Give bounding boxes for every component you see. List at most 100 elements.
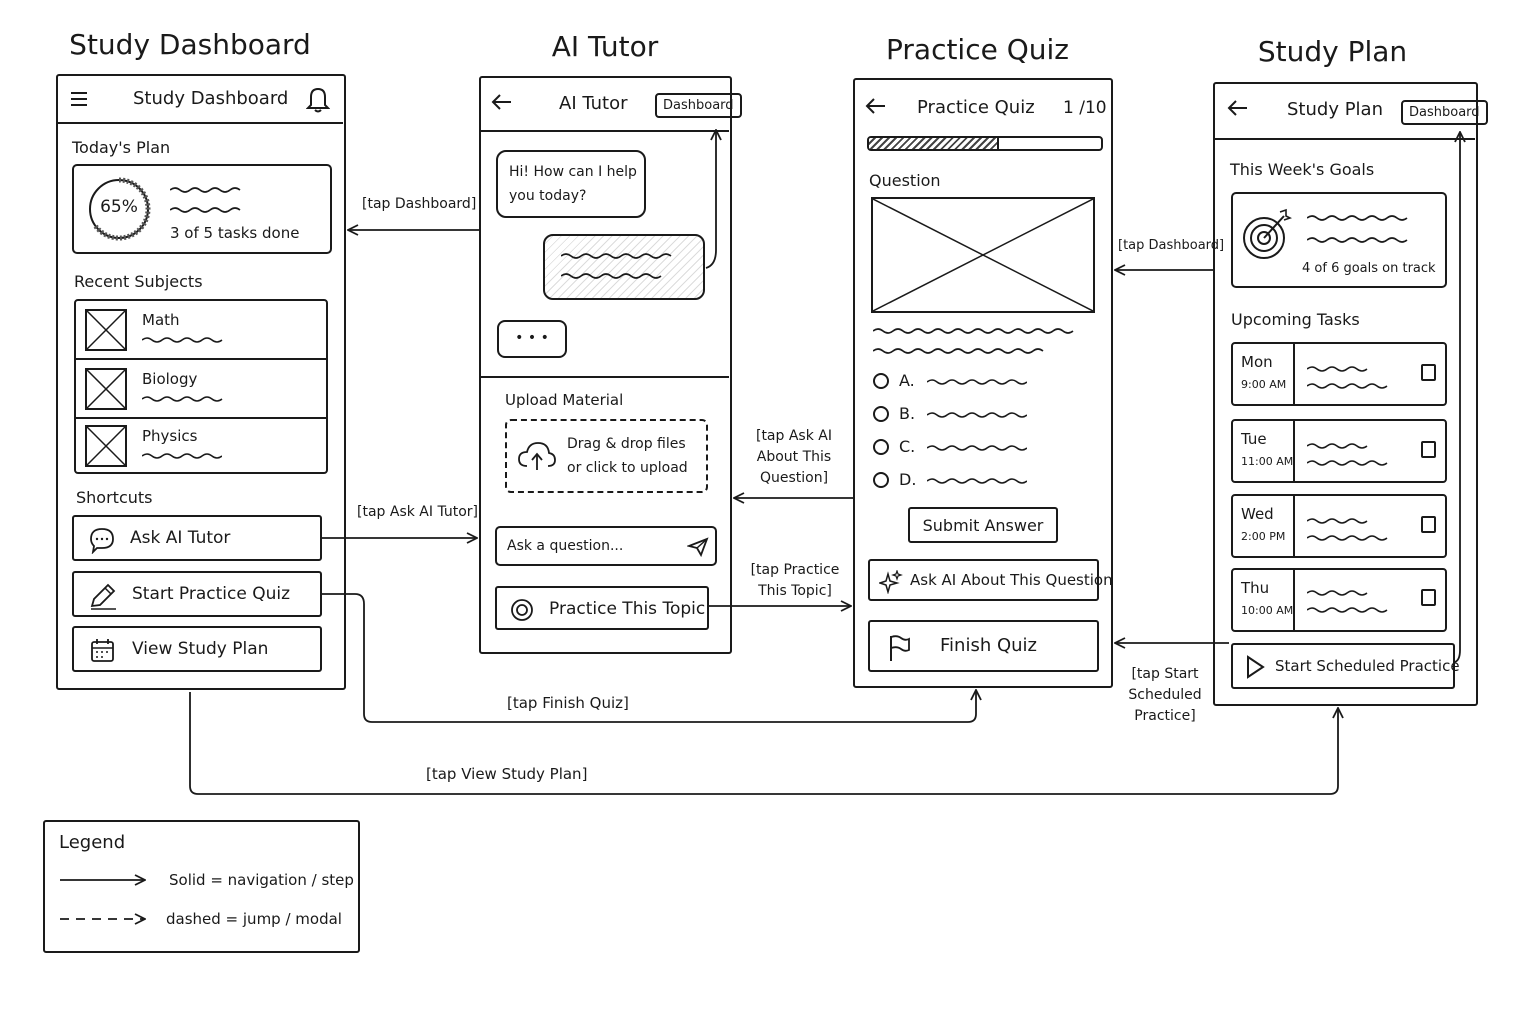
start-scheduled-practice-button[interactable]: Start Scheduled Practice (1231, 643, 1460, 689)
play-icon (1245, 655, 1265, 683)
subject-row-math[interactable]: Math (76, 301, 326, 360)
calendar-icon (90, 638, 116, 668)
task-day: Tue (1241, 430, 1267, 448)
dashboard-button[interactable]: Dashboard (1401, 100, 1488, 125)
subject-detail-placeholder (142, 337, 223, 343)
input-placeholder: Ask a question... (507, 538, 624, 554)
chat-bubble-icon (88, 526, 116, 558)
subject-name: Biology (142, 370, 198, 388)
ask-question-input[interactable]: Ask a question... (495, 526, 717, 566)
view-study-plan-button[interactable]: View Study Plan (72, 626, 322, 672)
option-letter: A. (899, 371, 915, 390)
legend-title: Legend (59, 832, 126, 853)
task-row[interactable]: Thu 10:00 AM (1231, 568, 1447, 632)
task-row[interactable]: Tue 11:00 AM (1231, 419, 1447, 483)
submit-answer-button[interactable]: Submit Answer (908, 507, 1058, 543)
screen-title-plan: Study Plan (1257, 35, 1408, 68)
label-line: Practice] (1134, 708, 1196, 724)
task-row[interactable]: Wed 2:00 PM (1231, 494, 1447, 558)
task-time-cell: Tue 11:00 AM (1233, 421, 1295, 481)
quiz-header: Practice Quiz 1 /10 (855, 80, 1110, 130)
tutor-screen: AI Tutor Dashboard Hi! How can I help yo… (479, 76, 742, 654)
practice-this-topic-button[interactable]: Practice This Topic (495, 586, 709, 630)
label-dashboard-to-quiz: [tap Finish Quiz] (507, 694, 629, 712)
goals-label: This Week's Goals (1230, 160, 1375, 179)
answer-option-c[interactable]: C. (873, 436, 1053, 460)
label-line: [tap Practice (750, 562, 840, 578)
flag-icon (888, 634, 912, 666)
task-checkbox[interactable] (1421, 516, 1436, 533)
target-dart-icon (1242, 208, 1293, 264)
file-dropzone[interactable]: Drag & drop files or click to upload (505, 419, 708, 493)
task-time-cell: Mon 9:00 AM (1233, 344, 1295, 404)
ask-ai-tutor-label: Ask AI Tutor (130, 528, 231, 548)
radio-button[interactable] (873, 472, 889, 488)
task-checkbox[interactable] (1421, 364, 1436, 381)
typing-indicator: • • • (497, 320, 567, 358)
option-text-placeholder (927, 445, 1027, 451)
task-time: 10:00 AM (1241, 604, 1294, 617)
option-text-placeholder (927, 412, 1027, 418)
back-arrow-icon[interactable] (491, 94, 513, 114)
weekly-goals-card[interactable]: 4 of 6 goals on track (1231, 192, 1447, 288)
radio-button[interactable] (873, 406, 889, 422)
tasks-done-text: 3 of 5 tasks done (170, 224, 300, 242)
subject-row-biology[interactable]: Biology (76, 360, 326, 419)
bell-icon[interactable] (305, 85, 331, 113)
quiz-progress-bar (867, 136, 1103, 151)
upload-material-label: Upload Material (505, 391, 624, 409)
back-arrow-icon[interactable] (865, 98, 887, 118)
subject-thumbnail (85, 309, 127, 351)
answer-option-d[interactable]: D. (873, 469, 1053, 493)
pencil-edit-icon (88, 581, 118, 615)
answer-option-a[interactable]: A. (873, 370, 1053, 394)
start-practice-quiz-label: Start Practice Quiz (132, 584, 291, 604)
send-icon[interactable] (686, 537, 709, 561)
user-message-bubble (543, 234, 705, 300)
todays-plan-card[interactable]: 65% 3 of 5 tasks done (72, 164, 332, 254)
answer-option-b[interactable]: B. (873, 403, 1053, 427)
user-message-placeholder (561, 253, 672, 279)
question-text-placeholder (873, 328, 1074, 354)
task-checkbox[interactable] (1421, 589, 1436, 606)
radio-button[interactable] (873, 439, 889, 455)
view-study-plan-label: View Study Plan (132, 639, 269, 659)
option-letter: D. (899, 470, 917, 489)
todays-plan-label: Today's Plan (72, 138, 171, 157)
finish-quiz-button[interactable]: Finish Quiz (868, 620, 1099, 672)
upcoming-tasks-label: Upcoming Tasks (1231, 310, 1360, 329)
label-line: This Topic] (758, 583, 832, 599)
task-time: 11:00 AM (1241, 455, 1294, 468)
task-checkbox[interactable] (1421, 441, 1436, 458)
ask-ai-about-question-button[interactable]: Ask AI About This Question (868, 559, 1113, 601)
text-placeholder-lines (170, 187, 241, 213)
label-plan-to-dashboard: [tap Dashboard] (1118, 238, 1225, 253)
option-text-placeholder (927, 379, 1027, 385)
subject-thumbnail (85, 425, 127, 467)
task-time-cell: Thu 10:00 AM (1233, 570, 1295, 630)
subject-row-physics[interactable]: Physics (76, 419, 326, 472)
progress-ring: 65% (87, 177, 151, 241)
ask-ai-tutor-button[interactable]: Ask AI Tutor (72, 515, 322, 561)
dashboard-button[interactable]: Dashboard (655, 93, 742, 118)
option-text-placeholder (927, 478, 1027, 484)
task-row[interactable]: Mon 9:00 AM (1231, 342, 1447, 406)
back-arrow-icon[interactable] (1227, 100, 1249, 120)
question-label: Question (869, 171, 941, 190)
ai-message-bubble: Hi! How can I help you today? (496, 150, 646, 218)
start-practice-quiz-button[interactable]: Start Practice Quiz (72, 571, 322, 617)
label-plan-to-quiz: [tap Start Scheduled Practice] (1120, 664, 1210, 727)
sparkle-icon (877, 569, 903, 598)
option-letter: B. (899, 404, 916, 423)
header-title: Study Plan (1287, 99, 1383, 120)
cloud-upload-icon (517, 440, 557, 476)
label-tutor-to-quiz: [tap Practice This Topic] (740, 560, 850, 602)
legend-dashed-text: dashed = jump / modal (166, 910, 342, 928)
task-day: Thu (1241, 579, 1270, 597)
hamburger-menu-icon[interactable] (70, 90, 90, 108)
radio-button[interactable] (873, 373, 889, 389)
goals-status-text: 4 of 6 goals on track (1302, 261, 1436, 276)
task-text-placeholder (1307, 518, 1388, 541)
label-dashboard-to-tutor: [tap Ask AI Tutor] (357, 504, 479, 520)
